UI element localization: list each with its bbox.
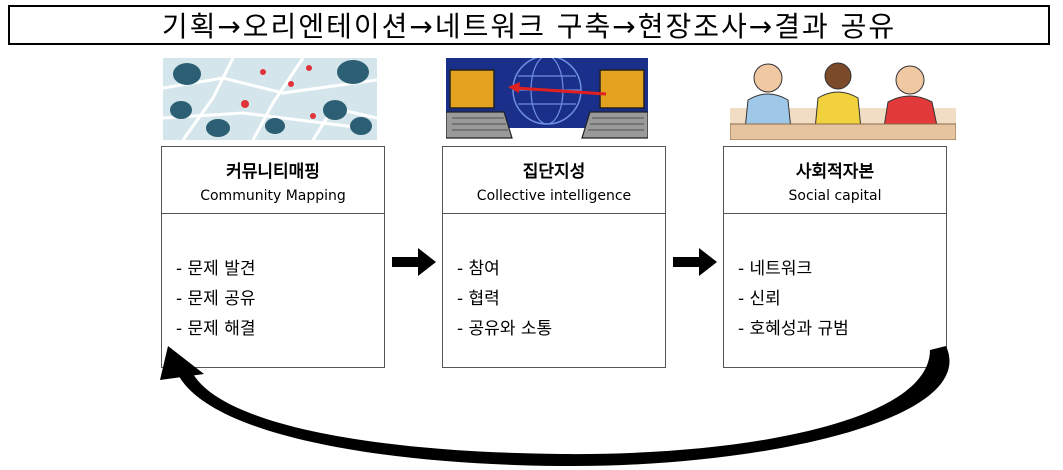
card-body: - 네트워크 - 신뢰 - 호혜성과 규범: [724, 214, 946, 344]
right-arrow-icon: [392, 248, 436, 276]
list-item: - 문제 해결: [176, 319, 256, 339]
card-title: 사회적자본: [795, 161, 875, 182]
list-item: - 문제 공유: [176, 289, 256, 309]
card-header: 커뮤니티매핑 Community Mapping: [162, 147, 384, 214]
list-item: - 공유와 소통: [457, 319, 553, 339]
card-header: 집단지성 Collective intelligence: [443, 147, 665, 214]
card-subtitle: Collective intelligence: [476, 187, 632, 204]
card-title: 집단지성: [522, 161, 586, 182]
list-item: - 네트워크: [738, 259, 813, 279]
laptops-globe-illustration: [446, 58, 648, 140]
card-community-mapping: 커뮤니티매핑 Community Mapping - 문제 발견 - 문제 공유…: [161, 146, 385, 368]
card-social-capital: 사회적자본 Social capital - 네트워크 - 신뢰 - 호혜성과 …: [723, 146, 947, 368]
title-bar: 기획→오리엔테이션→네트워크 구축→현장조사→결과 공유: [8, 5, 1050, 45]
list-item: - 협력: [457, 289, 500, 309]
card-body: - 참여 - 협력 - 공유와 소통: [443, 214, 665, 344]
list-item: - 참여: [457, 259, 500, 279]
card-title: 커뮤니티매핑: [226, 161, 320, 182]
list-item: - 신뢰: [738, 289, 781, 309]
right-arrow-icon: [673, 248, 717, 276]
card-collective-intelligence: 집단지성 Collective intelligence - 참여 - 협력 -…: [442, 146, 666, 368]
card-subtitle: Social capital: [788, 187, 882, 204]
card-header: 사회적자본 Social capital: [724, 147, 946, 214]
process-title: 기획→오리엔테이션→네트워크 구축→현장조사→결과 공유: [161, 10, 897, 43]
list-item: - 호혜성과 규범: [738, 319, 849, 339]
map-illustration: [163, 58, 377, 140]
card-subtitle: Community Mapping: [200, 187, 346, 204]
meeting-illustration: [730, 58, 956, 140]
card-body: - 문제 발견 - 문제 공유 - 문제 해결: [162, 214, 384, 344]
list-item: - 문제 발견: [176, 259, 256, 279]
